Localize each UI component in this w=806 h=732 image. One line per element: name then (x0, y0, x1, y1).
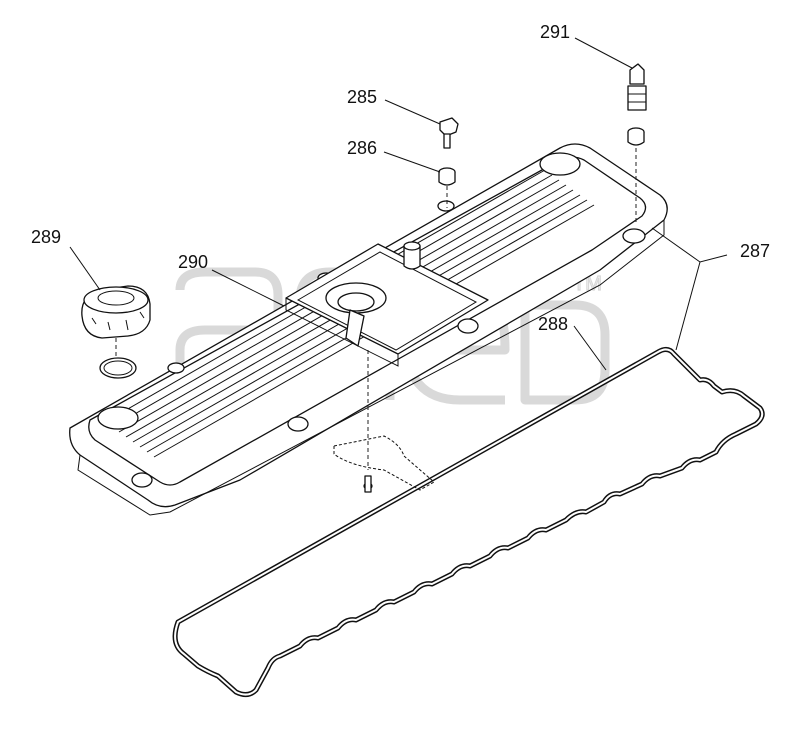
callout-285: 285 (347, 87, 377, 107)
leader-lines (69, 37, 728, 371)
stud-291 (627, 63, 647, 222)
valve-cover (69, 143, 668, 516)
breather-seal (333, 350, 435, 493)
callout-290: 290 (178, 252, 208, 272)
callout-288: 288 (538, 314, 568, 334)
callout-286: 286 (347, 138, 377, 158)
gasket-288 (172, 346, 765, 698)
callout-289: 289 (31, 227, 61, 247)
oil-filler-cap-289 (81, 285, 151, 379)
bolt-285-washer-286 (438, 117, 459, 208)
callout-291: 291 (540, 22, 570, 42)
callout-287: 287 (740, 241, 770, 261)
